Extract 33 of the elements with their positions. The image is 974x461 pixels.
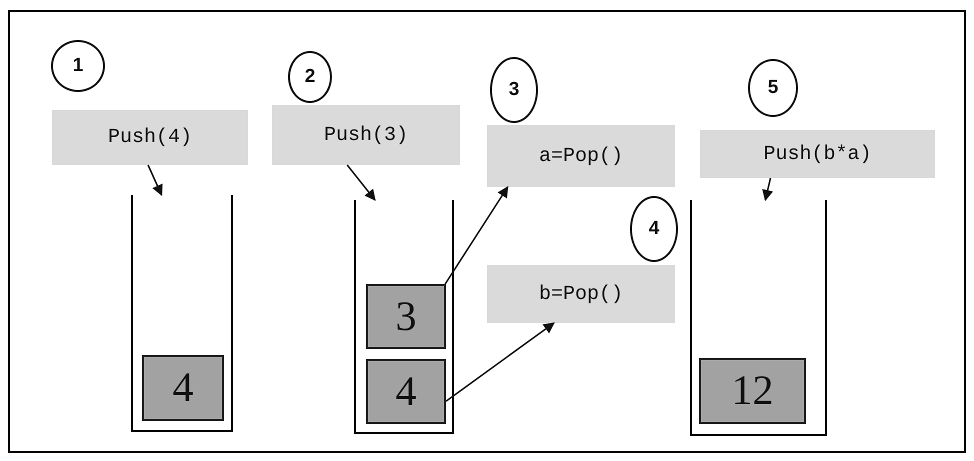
- instruction-label: [487, 265, 675, 323]
- instruction-label: [272, 105, 460, 165]
- step-number: 4: [648, 218, 660, 240]
- arrow: [147, 164, 163, 196]
- step-number-circle: [51, 40, 105, 92]
- step-number-circle: [288, 51, 332, 103]
- step-number-circle: [748, 59, 798, 117]
- arrow: [444, 186, 508, 284]
- instruction-text: Push(3): [324, 124, 408, 146]
- stack-item: [699, 358, 806, 424]
- stack-item: [366, 284, 446, 349]
- step-number: 3: [508, 79, 520, 101]
- arrow: [762, 178, 774, 202]
- stack-item: [142, 355, 224, 421]
- step-number-circle: [630, 196, 678, 262]
- arrow: [346, 164, 376, 201]
- instruction-text: Push(b*a): [763, 142, 872, 166]
- arrow: [446, 322, 555, 402]
- instruction-label: [487, 125, 675, 187]
- instruction-text: a=Pop(): [538, 144, 623, 168]
- step-number: 1: [72, 55, 84, 77]
- stack-item: [366, 359, 446, 424]
- step-number: 5: [768, 77, 778, 99]
- item-value: 3: [396, 292, 416, 340]
- instruction-label: [700, 130, 935, 178]
- step-number: 2: [304, 66, 316, 88]
- item-value: 4: [396, 368, 416, 416]
- step-number-circle: [490, 57, 538, 123]
- item-value: 4: [172, 364, 194, 412]
- instruction-label: [52, 110, 248, 165]
- instruction-text: b=Pop(): [538, 282, 623, 306]
- instruction-text: Push(4): [108, 126, 192, 149]
- item-value: 12: [732, 367, 774, 415]
